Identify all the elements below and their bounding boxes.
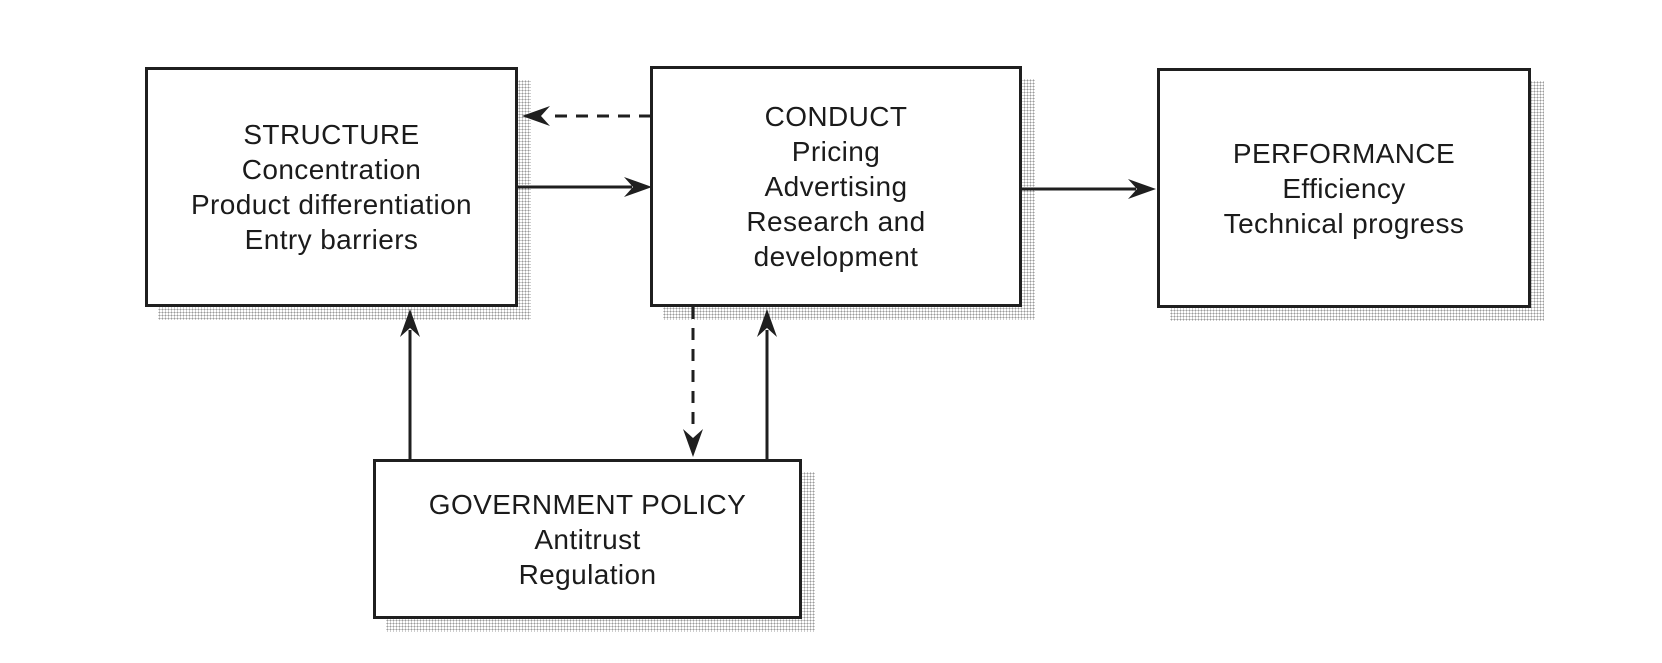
conduct-box-line: Research and [746,206,926,237]
performance-box-title: PERFORMANCE [1232,137,1456,169]
arrow-conduct-to-government-policy-dashed [683,307,703,457]
performance-box-line: Technical progress [1223,207,1465,239]
arrow-conduct-to-performance-solid [1022,179,1156,199]
arrow-conduct-to-structure-dashed [522,106,651,126]
arrow-structure-to-conduct-solid [518,177,652,197]
performance-box-line: Efficiency [1282,172,1406,204]
conduct-box: CONDUCT Pricing Advertising Research and… [650,66,1022,307]
arrow-government-policy-to-conduct-solid [757,309,777,459]
government-policy-box: GOVERNMENT POLICY Antitrust Regulation [373,459,802,619]
conduct-box-line: Pricing [791,136,881,167]
structure-box: STRUCTURE Concentration Product differen… [145,67,518,307]
structure-box-line: Entry barriers [244,224,419,255]
arrow-government-policy-to-structure-solid [400,309,420,459]
performance-box: PERFORMANCE Efficiency Technical progres… [1157,68,1531,308]
government-policy-box-line: Antitrust [534,523,641,555]
conduct-box-line: Advertising [764,171,908,202]
conduct-box-title: CONDUCT [764,101,908,132]
structure-box-line: Product differentiation [190,189,473,220]
government-policy-box-title: GOVERNMENT POLICY [428,488,747,520]
government-policy-box-line: Regulation [518,558,657,590]
conduct-box-line: development [753,241,919,272]
structure-box-title: STRUCTURE [243,119,420,150]
structure-box-line: Concentration [241,154,422,185]
